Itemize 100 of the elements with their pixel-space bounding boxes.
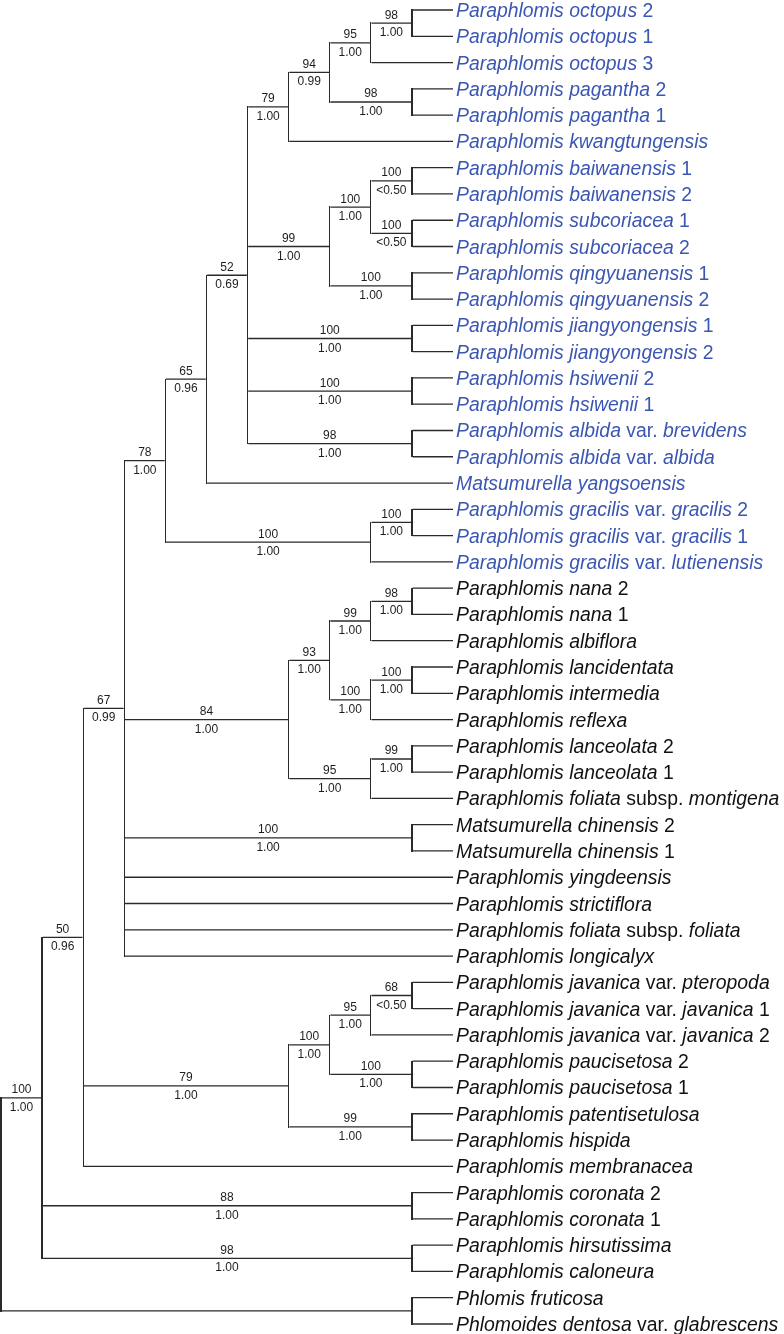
bootstrap-value: 100 (11, 1082, 32, 1097)
bootstrap-value: 100 (381, 664, 402, 679)
branch-line (411, 429, 454, 432)
taxon-label: Paraphlomis caloneura (453, 1261, 655, 1282)
posterior-value: 0.96 (50, 939, 75, 954)
posterior-value: 1.00 (379, 760, 404, 775)
posterior-value: <0.50 (376, 182, 407, 197)
taxon-label: Paraphlomis albida var. brevidens (453, 420, 748, 441)
posterior-value: 1.00 (359, 103, 383, 118)
bootstrap-value: 100 (258, 822, 279, 837)
branch-line (411, 692, 454, 694)
bootstrap-value: 99 (281, 231, 296, 245)
branch-line (165, 378, 207, 380)
posterior-value: 1.00 (379, 524, 404, 539)
bootstrap-value: 100 (319, 375, 340, 390)
branch-line (288, 659, 330, 662)
taxon-label: Paraphlomis foliata subsp. montigena (453, 788, 780, 809)
taxon-label: Paraphlomis paucisetosa 1 (453, 1077, 689, 1098)
bootstrap-value: 68 (384, 980, 399, 994)
bootstrap-value: 95 (343, 27, 357, 42)
posterior-value: 1.00 (379, 682, 404, 697)
branch-line (411, 1086, 454, 1089)
posterior-value: 1.00 (318, 780, 342, 795)
bootstrap-value: 98 (323, 428, 337, 443)
branch-line (247, 106, 289, 108)
bootstrap-value: 99 (384, 743, 399, 758)
bootstrap-value: 98 (384, 585, 399, 600)
branch-line (411, 245, 454, 248)
taxon-label: Paraphlomis baiwanensis 1 (453, 157, 693, 178)
branch-line (42, 1257, 412, 1259)
posterior-value: 1.00 (194, 721, 219, 736)
taxon-label: Paraphlomis intermedia (453, 683, 660, 704)
branch-line (329, 1073, 412, 1075)
taxon-label: Paraphlomis lancidentata (453, 657, 674, 677)
posterior-value: 1.00 (379, 603, 404, 618)
posterior-value: 1.00 (338, 623, 362, 637)
branch-line (247, 337, 412, 340)
bootstrap-value: 84 (199, 704, 214, 719)
branch-line (411, 1244, 454, 1246)
branch-line (247, 442, 412, 445)
branch-line (124, 955, 454, 957)
bootstrap-value: 100 (319, 323, 340, 337)
taxon-label: Paraphlomis octopus 1 (453, 26, 654, 47)
branch-line (411, 850, 454, 852)
branch-line (124, 929, 454, 931)
taxon-label: Paraphlomis longicalyx (453, 946, 655, 967)
bootstrap-value: 98 (384, 7, 399, 22)
branch-line (411, 1270, 454, 1273)
branch-line (411, 9, 454, 11)
taxon-label: Paraphlomis gracilis var. gracilis 2 (453, 499, 749, 520)
branch-line (411, 534, 454, 537)
branch-line (124, 876, 454, 878)
branch-line (411, 587, 454, 589)
branch-line (411, 377, 454, 379)
branch-line (42, 936, 84, 938)
branch-line (370, 1034, 454, 1036)
branch-line (124, 837, 412, 839)
branch-line (370, 561, 454, 563)
branch-line (411, 824, 454, 826)
branch-line (411, 1060, 454, 1062)
branch-line (411, 771, 454, 773)
posterior-value: 1.00 (338, 44, 362, 59)
bootstrap-value: 50 (55, 921, 70, 936)
taxon-label: Matsumurella chinensis 1 (453, 840, 675, 861)
posterior-value: 0.99 (297, 74, 321, 89)
taxon-label: Paraphlomis pagantha 1 (453, 105, 667, 126)
taxon-label: Paraphlomis baiwanensis 2 (453, 183, 693, 204)
branch-line (83, 707, 125, 709)
branch-line (411, 1191, 454, 1194)
branch-line (411, 1323, 454, 1325)
posterior-value: 1.00 (215, 1207, 239, 1222)
taxon-label: Paraphlomis lanceolata 2 (453, 735, 674, 756)
branch-line (329, 101, 412, 103)
branch-line (411, 193, 454, 195)
taxon-label: Matsumurella yangsoensis (453, 473, 686, 494)
posterior-value: 1.00 (297, 1046, 321, 1061)
branch-line (247, 390, 412, 392)
taxon-label: Paraphlomis javanica var. javanica 2 (453, 1024, 770, 1045)
taxon-label: Paraphlomis membranacea (453, 1156, 694, 1177)
branch-line (124, 718, 289, 721)
branch-line (370, 640, 454, 642)
branch-line (288, 1044, 330, 1046)
branch-line (411, 666, 454, 668)
taxon-label: Paraphlomis gracilis var. gracilis 1 (453, 525, 749, 546)
posterior-value: <0.50 (376, 997, 407, 1012)
branch-line (411, 456, 454, 458)
branch-line (411, 745, 454, 747)
posterior-value: 1.00 (318, 340, 342, 355)
branch-line (370, 797, 454, 800)
taxon-label: Paraphlomis hispida (453, 1130, 631, 1151)
branch-line (370, 600, 412, 602)
bootstrap-value: 99 (343, 1111, 357, 1126)
taxon-label: Paraphlomis patentisetulosa (453, 1103, 700, 1124)
branch-line (206, 274, 248, 276)
bootstrap-value: 100 (360, 1058, 381, 1073)
branch-line (329, 206, 371, 208)
bootstrap-value: 100 (360, 270, 381, 285)
taxon-label: Paraphlomis jiangyongensis 1 (453, 315, 714, 336)
branch-line (288, 71, 330, 74)
bootstrap-value: 79 (261, 91, 275, 106)
